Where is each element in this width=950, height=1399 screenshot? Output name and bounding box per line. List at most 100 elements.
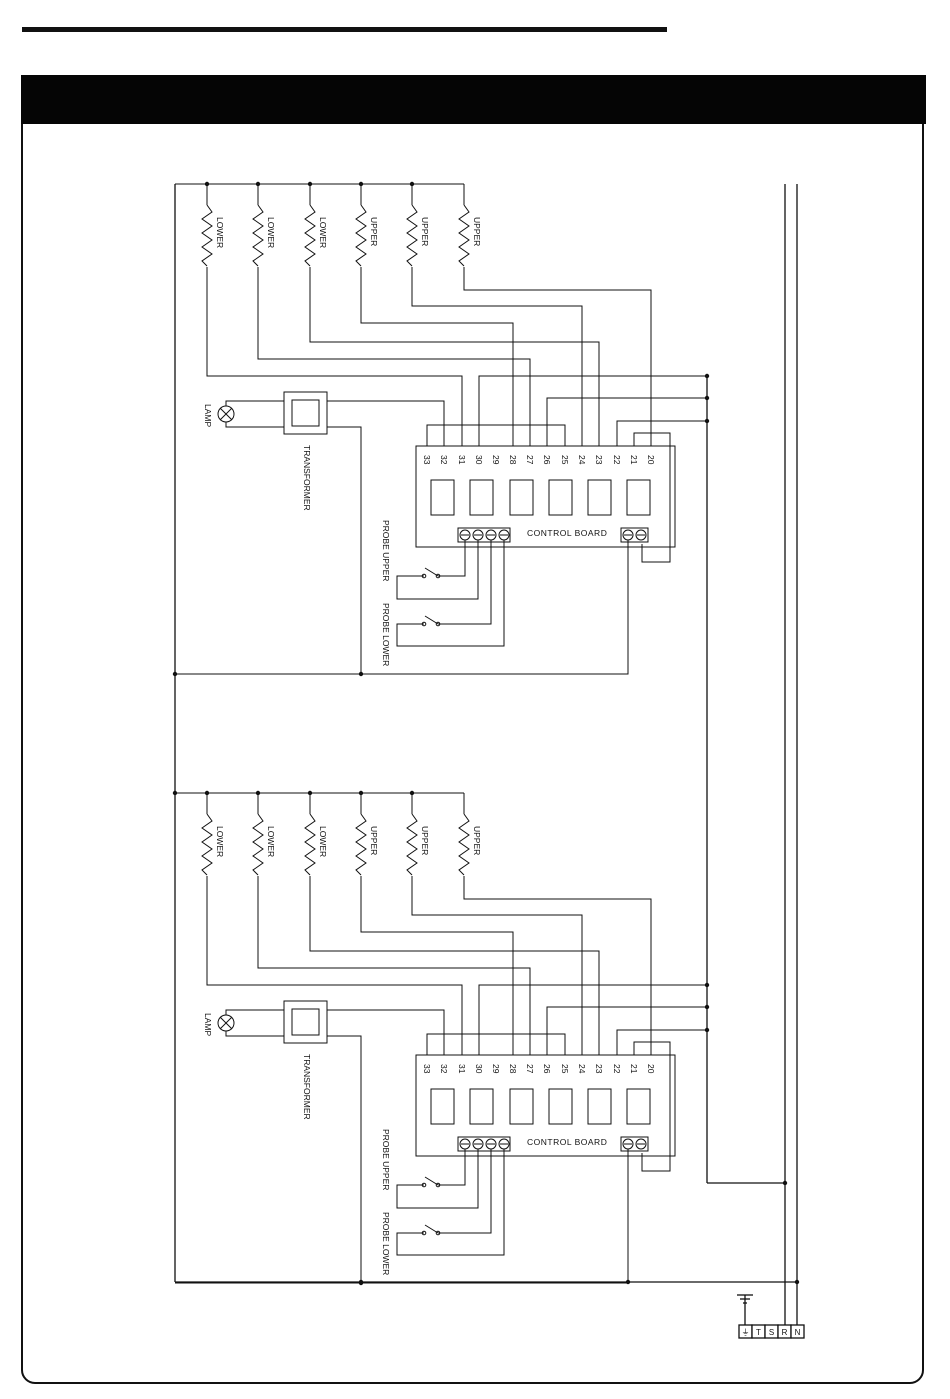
wire-lower-1 <box>207 267 462 446</box>
terminal-label: 31 <box>457 455 467 465</box>
wire-lower-3 <box>310 876 599 1055</box>
heater-label-lower: LOWER <box>318 826 328 857</box>
control-board-label: CONTROL BOARD <box>527 528 607 538</box>
heater-resistor <box>459 205 469 266</box>
wire-lower-3 <box>310 267 599 446</box>
wire-lamp <box>226 1010 284 1015</box>
relay-block <box>627 1089 650 1124</box>
switch-blade <box>425 568 438 576</box>
terminal-label: 27 <box>525 455 535 465</box>
terminal-label: 28 <box>508 1064 518 1074</box>
heater-resistor <box>253 205 263 266</box>
probe-wire <box>438 1149 465 1185</box>
terminal-label: 22 <box>612 1064 622 1074</box>
switch-blade <box>425 616 438 624</box>
heater-label-upper: UPPER <box>472 217 482 246</box>
wire-bridge-33-25 <box>427 1034 565 1055</box>
heater-resistor <box>202 814 212 875</box>
upper-unit: LOWERLOWERLOWERUPPERUPPERUPPERLAMPTRANSF… <box>175 182 709 676</box>
relay-block <box>588 1089 611 1124</box>
relay-block <box>588 480 611 515</box>
terminal-label: 20 <box>646 1064 656 1074</box>
junction-dot <box>359 1281 363 1285</box>
terminal-label: 29 <box>491 1064 501 1074</box>
wire-upper-2 <box>412 267 582 446</box>
transformer-inner <box>292 400 319 426</box>
junction-dot <box>795 1280 799 1284</box>
lamp-label: LAMP <box>203 404 213 427</box>
probe-wire <box>397 540 478 599</box>
relay-block <box>549 480 572 515</box>
supply-terminal-block: ⏚TSRN <box>739 1325 804 1338</box>
terminal-label: 23 <box>594 1064 604 1074</box>
terminal-label: 21 <box>629 455 639 465</box>
wire-neutral-return <box>175 540 628 674</box>
wire-bridge-33-25 <box>427 425 565 446</box>
relay-block <box>510 1089 533 1124</box>
supply-terminal-label: S <box>769 1328 774 1337</box>
wire-lamp <box>226 422 284 427</box>
terminal-label: 30 <box>474 455 484 465</box>
wire-lower-2 <box>258 267 530 446</box>
probe-wire <box>438 540 465 576</box>
terminal-label: 27 <box>525 1064 535 1074</box>
terminal-label: 32 <box>439 455 449 465</box>
wire-terminal-21 <box>634 433 670 562</box>
terminal-label: 26 <box>542 455 552 465</box>
probe-wire <box>397 1149 478 1208</box>
heater-resistor <box>253 814 263 875</box>
probe-wire <box>397 540 504 646</box>
switch-blade <box>425 1177 438 1185</box>
terminal-label: 28 <box>508 455 518 465</box>
wire-upper-2 <box>412 876 582 1055</box>
terminal-label: 26 <box>542 1064 552 1074</box>
terminal-label: 33 <box>422 455 432 465</box>
wire-transformer <box>327 1010 444 1055</box>
terminal-label: 30 <box>474 1064 484 1074</box>
wire-transformer-neutral <box>327 1036 361 1283</box>
heater-label-upper: UPPER <box>420 217 430 246</box>
lamp-label: LAMP <box>203 1013 213 1036</box>
wire-transformer <box>327 401 444 446</box>
wire-neutral-return <box>175 1149 628 1283</box>
terminal-label: 29 <box>491 455 501 465</box>
heater-resistor <box>202 205 212 266</box>
heater-resistor <box>407 205 417 266</box>
transformer-inner <box>292 1009 319 1035</box>
probe-label-probe_lower: PROBE LOWER <box>381 603 391 666</box>
wire-lamp <box>226 1031 284 1036</box>
transformer-label: TRANSFORMER <box>302 1054 312 1120</box>
probe-label-probe_upper: PROBE UPPER <box>381 1129 391 1190</box>
lower-unit: LOWERLOWERLOWERUPPERUPPERUPPERLAMPTRANSF… <box>175 791 709 1285</box>
junction-dot <box>359 672 363 676</box>
wire-phase-S <box>547 398 707 446</box>
relay-block <box>431 1089 454 1124</box>
supply-terminal-label: R <box>782 1328 788 1337</box>
heater-resistor <box>407 814 417 875</box>
terminal-label: 32 <box>439 1064 449 1074</box>
terminal-label: 33 <box>422 1064 432 1074</box>
control-board-label: CONTROL BOARD <box>527 1137 607 1147</box>
heater-label-lower: LOWER <box>266 217 276 248</box>
wire-transformer-neutral <box>327 427 361 674</box>
wire-upper-3 <box>464 267 651 446</box>
terminal-label: 20 <box>646 455 656 465</box>
wire-lower-2 <box>258 876 530 1055</box>
wire-lamp <box>226 401 284 406</box>
terminal-label: 24 <box>577 455 587 465</box>
relay-block <box>549 1089 572 1124</box>
relay-block <box>470 480 493 515</box>
supply-terminal-label: T <box>756 1328 761 1337</box>
wire-upper-1 <box>361 267 513 446</box>
terminal-label: 22 <box>612 455 622 465</box>
heater-resistor <box>459 814 469 875</box>
transformer-outer <box>284 1001 327 1043</box>
terminal-label: 25 <box>560 1064 570 1074</box>
heater-resistor <box>305 814 315 875</box>
terminal-label: 25 <box>560 455 570 465</box>
terminal-label: 24 <box>577 1064 587 1074</box>
probe-wire <box>397 1149 504 1255</box>
transformer-label: TRANSFORMER <box>302 445 312 511</box>
wire-terminal-21 <box>634 1042 670 1171</box>
